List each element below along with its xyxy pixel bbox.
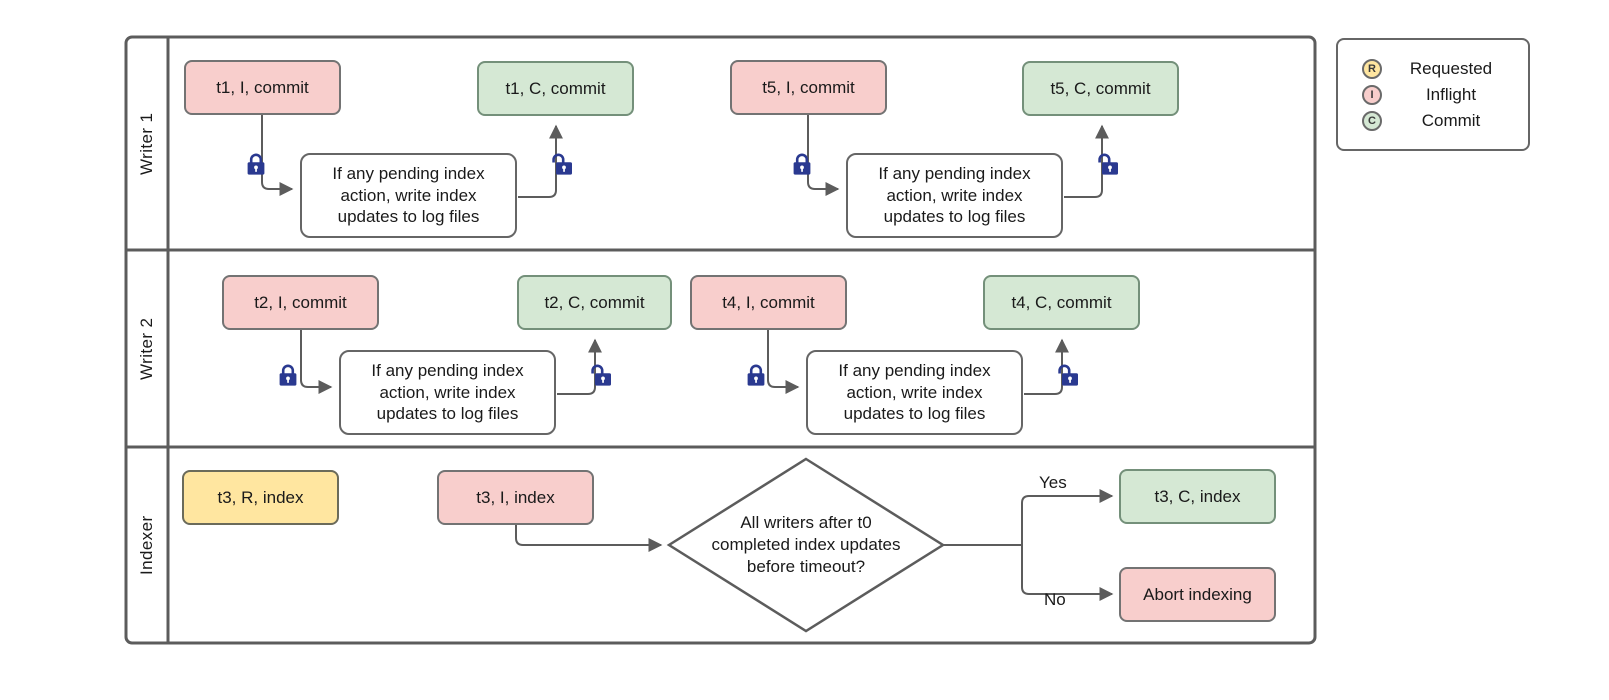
node-ix-abort[interactable]: Abort indexing xyxy=(1119,567,1276,622)
node-w1-t1-inflight[interactable]: t1, I, commit xyxy=(184,60,341,115)
node-w1-process-b[interactable]: If any pending index action, write index… xyxy=(846,153,1063,238)
badge-inflight-icon: I xyxy=(1362,84,1382,105)
edge-label-yes: Yes xyxy=(1039,473,1067,492)
node-w2-t4-inflight[interactable]: t4, I, commit xyxy=(690,275,847,330)
lock-closed-icon xyxy=(279,364,297,386)
node-w1-t5-inflight[interactable]: t5, I, commit xyxy=(730,60,887,115)
lock-open-icon xyxy=(1098,153,1118,175)
node-w2-process-b[interactable]: If any pending index action, write index… xyxy=(806,350,1023,435)
lock-open-icon xyxy=(1058,364,1078,386)
lane-label-writer-2: Writer 2 xyxy=(137,317,156,380)
legend-label-requested: Requested xyxy=(1409,58,1493,78)
lane-label-indexer: Indexer xyxy=(137,515,156,575)
node-w2-t2-commit[interactable]: t2, C, commit xyxy=(517,275,672,330)
node-w1-process-a[interactable]: If any pending index action, write index… xyxy=(300,153,517,238)
lock-closed-icon xyxy=(247,153,265,175)
lane-label-writer-1: Writer 1 xyxy=(137,112,156,175)
badge-requested-icon: R xyxy=(1362,58,1382,79)
legend-label-inflight: Inflight xyxy=(1425,84,1477,104)
lock-open-icon xyxy=(591,364,611,386)
node-ix-t3-commit[interactable]: t3, C, index xyxy=(1119,469,1276,524)
lock-open-icon xyxy=(552,153,572,175)
badge-commit-icon: C xyxy=(1362,110,1382,131)
lock-closed-icon xyxy=(793,153,811,175)
legend-panel: R Requested I Inflight C Commit xyxy=(1336,38,1530,151)
node-ix-decision-label[interactable]: All writers after t0 completed index upd… xyxy=(711,512,901,577)
legend-item-inflight: I Inflight xyxy=(1362,82,1514,108)
legend-item-requested: R Requested xyxy=(1362,56,1514,82)
node-w1-t1-commit[interactable]: t1, C, commit xyxy=(477,61,634,116)
node-w2-t4-commit[interactable]: t4, C, commit xyxy=(983,275,1140,330)
legend-label-commit: Commit xyxy=(1421,110,1481,130)
node-w2-t2-inflight[interactable]: t2, I, commit xyxy=(222,275,379,330)
node-ix-t3-inflight[interactable]: t3, I, index xyxy=(437,470,594,525)
legend-item-commit: C Commit xyxy=(1362,108,1514,134)
edge-label-no: No xyxy=(1044,590,1066,609)
node-w2-process-a[interactable]: If any pending index action, write index… xyxy=(339,350,556,435)
node-w1-t5-commit[interactable]: t5, C, commit xyxy=(1022,61,1179,116)
node-ix-t3-requested[interactable]: t3, R, index xyxy=(182,470,339,525)
lock-closed-icon xyxy=(747,364,765,386)
